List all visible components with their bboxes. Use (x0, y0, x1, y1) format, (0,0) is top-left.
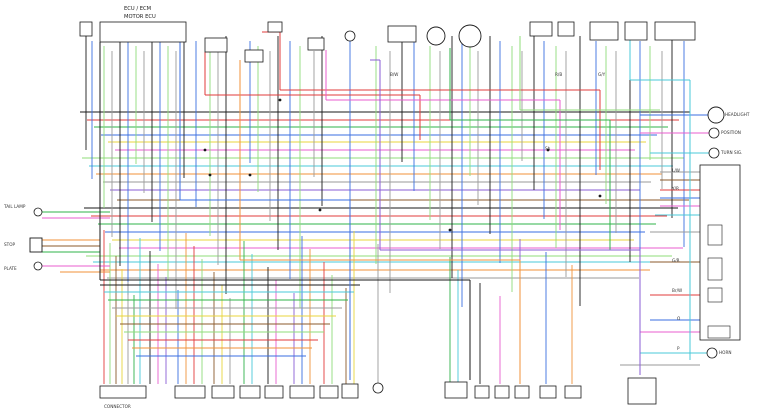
wire-label-4: L/W (672, 168, 680, 173)
bottom-connector-12 (514, 385, 530, 399)
headlight-icon (707, 106, 725, 124)
horn-icon (344, 30, 356, 42)
bottom-connector-13 (539, 385, 557, 399)
wire-label-1: B/W (390, 72, 398, 77)
splice-dot-3 (318, 208, 322, 212)
label-tail-lamp: TAIL LAMP (3, 204, 26, 209)
wire-label-3: G/Y (598, 72, 606, 77)
bottom-connector-14 (564, 385, 582, 399)
wire-label-10: Sb (545, 146, 551, 151)
splice-dot-4 (448, 228, 452, 232)
switch-block-3 (589, 21, 619, 41)
bottom-connector-6 (289, 385, 315, 399)
bottom-connector-8 (341, 383, 359, 399)
meter-sub-1 (707, 224, 723, 246)
wire-label-2: R/B (555, 72, 562, 77)
meter-sub-4 (707, 325, 731, 339)
wire-layer (42, 31, 709, 384)
ecu-title-2: MOTOR ECU (124, 14, 156, 20)
component-layer: ECU / ECM MOTOR ECU HEADLIGHT POSITION (3, 6, 750, 409)
gauge-1-icon (426, 26, 446, 46)
gauge-2-icon (458, 24, 482, 48)
splice-dot-8 (598, 194, 602, 198)
label-turn-sig: TURN SIG. (720, 150, 742, 155)
bottom-connector-9 (444, 381, 468, 399)
wire-label-7: Br/W (672, 288, 682, 293)
turn-signal-icon (708, 147, 720, 159)
bottom-connector-4 (239, 385, 261, 399)
wire-label-8: O (677, 316, 681, 321)
bottom-connector-5 (264, 385, 284, 399)
bottom-connector-3 (211, 385, 235, 399)
splice-dot-5 (546, 148, 550, 152)
label-headlight: HEADLIGHT (725, 112, 750, 117)
relay-box (387, 25, 417, 43)
connector-top-5 (307, 37, 325, 51)
wire-label-layer: B/W R/B G/Y L/W Y/R G/R Br/W O P Sb (390, 72, 682, 351)
switch-block-1 (529, 21, 553, 37)
plate-lamp-icon (33, 261, 43, 271)
switch-block-5 (654, 21, 696, 41)
position-lamp-icon (708, 127, 720, 139)
label-bottom-left: CONNECTOR (104, 404, 131, 409)
connector-top-1 (79, 21, 93, 37)
wire-label-6: G/R (672, 258, 680, 263)
bottom-connector-main (99, 385, 147, 399)
stop-switch-icon (29, 237, 43, 253)
wire-label-9: P (677, 346, 680, 351)
connector-top-4 (267, 21, 283, 33)
horn-right-icon (706, 347, 718, 359)
splice-dot-2 (248, 173, 252, 177)
splice-dot-6 (278, 98, 282, 102)
bottom-sensor-icon (372, 382, 384, 394)
connector-top-3 (244, 49, 264, 63)
tail-lamp-icon (33, 207, 43, 217)
wire-label-5: Y/R (671, 186, 679, 191)
ecu-block (99, 21, 187, 43)
bottom-connector-11 (494, 385, 510, 399)
meter-sub-2 (707, 257, 723, 281)
label-stop: STOP (4, 242, 16, 247)
meter-sub-3 (707, 287, 723, 303)
ecu-title-1: ECU / ECM (124, 6, 151, 12)
bottom-connector-10 (474, 385, 490, 399)
bottom-connector-2 (174, 385, 206, 399)
meter-panel (699, 164, 741, 341)
switch-block-4 (624, 21, 648, 41)
splice-dot-7 (208, 173, 212, 177)
bottom-connector-7 (319, 385, 339, 399)
bottom-switch-block (627, 377, 657, 405)
splice-dot-1 (203, 148, 207, 152)
switch-block-2 (557, 21, 575, 37)
label-plate: PLATE (4, 266, 17, 271)
label-position: POSITION (721, 130, 741, 135)
label-horn: HORN (719, 350, 732, 355)
connector-top-2 (204, 37, 228, 53)
